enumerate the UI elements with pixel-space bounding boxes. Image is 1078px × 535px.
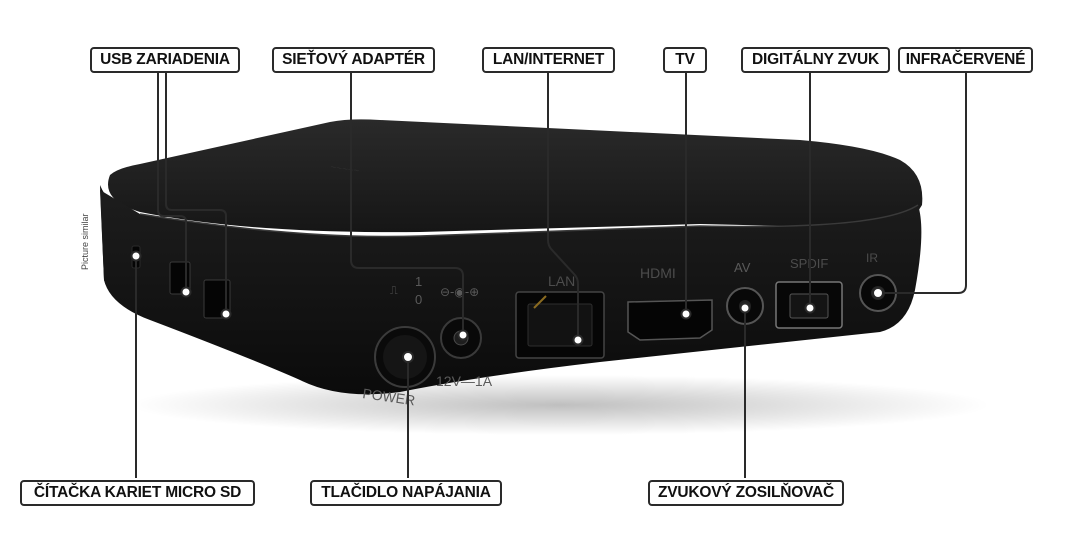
label-infrared: INFRAČERVENÉ [898, 47, 1033, 73]
usb-port-2 [203, 279, 231, 319]
marking-usb0: 0 [415, 292, 422, 307]
callout-usb-2 [165, 72, 227, 314]
label-tv: TV [663, 47, 707, 73]
callout-lan [547, 72, 579, 340]
marking-power: POWER [362, 385, 417, 408]
device-edge-highlight [139, 204, 919, 238]
callout-usb-1 [157, 72, 187, 292]
device-shadow [130, 375, 990, 435]
label-microsd-reader: ČÍTAČKA KARIET MICRO SD [20, 480, 255, 506]
label-audio-amplifier: ZVUKOVÝ ZOSILŇOVAČ [648, 480, 844, 506]
marking-usb-icons: ⎍ [390, 284, 398, 297]
hdmi-port [627, 299, 713, 341]
label-network-adapter: SIEŤOVÝ ADAPTÉR [272, 47, 435, 73]
marking-lan: LAN [548, 273, 575, 289]
label-lan-internet: LAN/INTERNET [482, 47, 615, 73]
marking-dc-symbol: ⊖-◉-⊕ [440, 285, 479, 299]
marking-hdmi: HDMI [640, 265, 676, 281]
callout-ir [880, 72, 967, 294]
label-digital-audio: DIGITÁLNY ZVUK [741, 47, 890, 73]
callout-adapter [350, 72, 464, 335]
callout-lines [135, 72, 967, 478]
marking-voltage: 12V—1A [436, 373, 493, 389]
marking-av: AV [734, 260, 751, 275]
marking-usb1: 1 [415, 274, 422, 289]
device-top [108, 119, 923, 233]
callout-dots [130, 250, 884, 363]
label-power-button: TLAČIDLO NAPÁJANIA [310, 480, 502, 506]
picture-similar-note: Picture similar [80, 213, 90, 270]
device-front [100, 190, 922, 395]
device-logo: ~~~~~ [330, 162, 361, 177]
marking-ir: IR [866, 251, 878, 265]
label-usb-devices: USB ZARIADENIA [90, 47, 240, 73]
